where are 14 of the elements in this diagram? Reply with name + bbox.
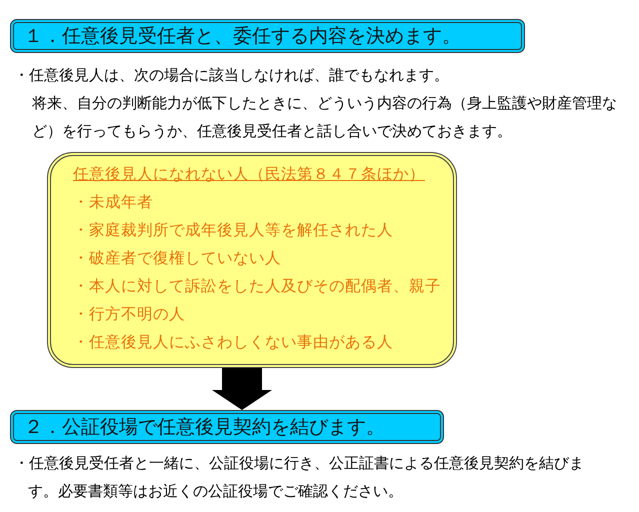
list-item: ・家庭裁判所で成年後見人等を解任された人	[73, 220, 393, 241]
block-arrow	[212, 368, 272, 410]
heading-box: ２．公証役場で任意後見契約を結びます。	[10, 410, 444, 444]
list-item: ・破産者で復権していない人	[73, 248, 281, 269]
paragraph: ・任意後見受任者と一緒に、公証役場に行き、公正証書による任意後見契約を結びます。必要書類等はお近くの公証役場でご確認ください。	[13, 453, 585, 502]
paragraph: 将来、自分の判断能力が低下したときに、どういう内容の行為（身上監護や財産管理など）を行ってもらうか、任意後見受任者と話し合いで決めておきます。	[32, 93, 618, 142]
box-title: 任意後見人になれない人（民法第８４７条ほか）	[73, 164, 425, 185]
list-item: ・本人に対して訴訟をした人及びその配偶者、親子	[73, 276, 441, 297]
list-item: ・任意後見人にふさわしくない事由がある人	[73, 332, 393, 353]
list-item: ・行方不明の人	[73, 304, 185, 325]
callout-box	[47, 152, 457, 368]
list-item: ・未成年者	[73, 192, 153, 213]
paragraph: ・任意後見人は、次の場合に該当しなければ、誰でもなれます。	[14, 65, 450, 86]
heading-box: １．任意後見受任者と、委任する内容を決めます。	[10, 19, 525, 53]
